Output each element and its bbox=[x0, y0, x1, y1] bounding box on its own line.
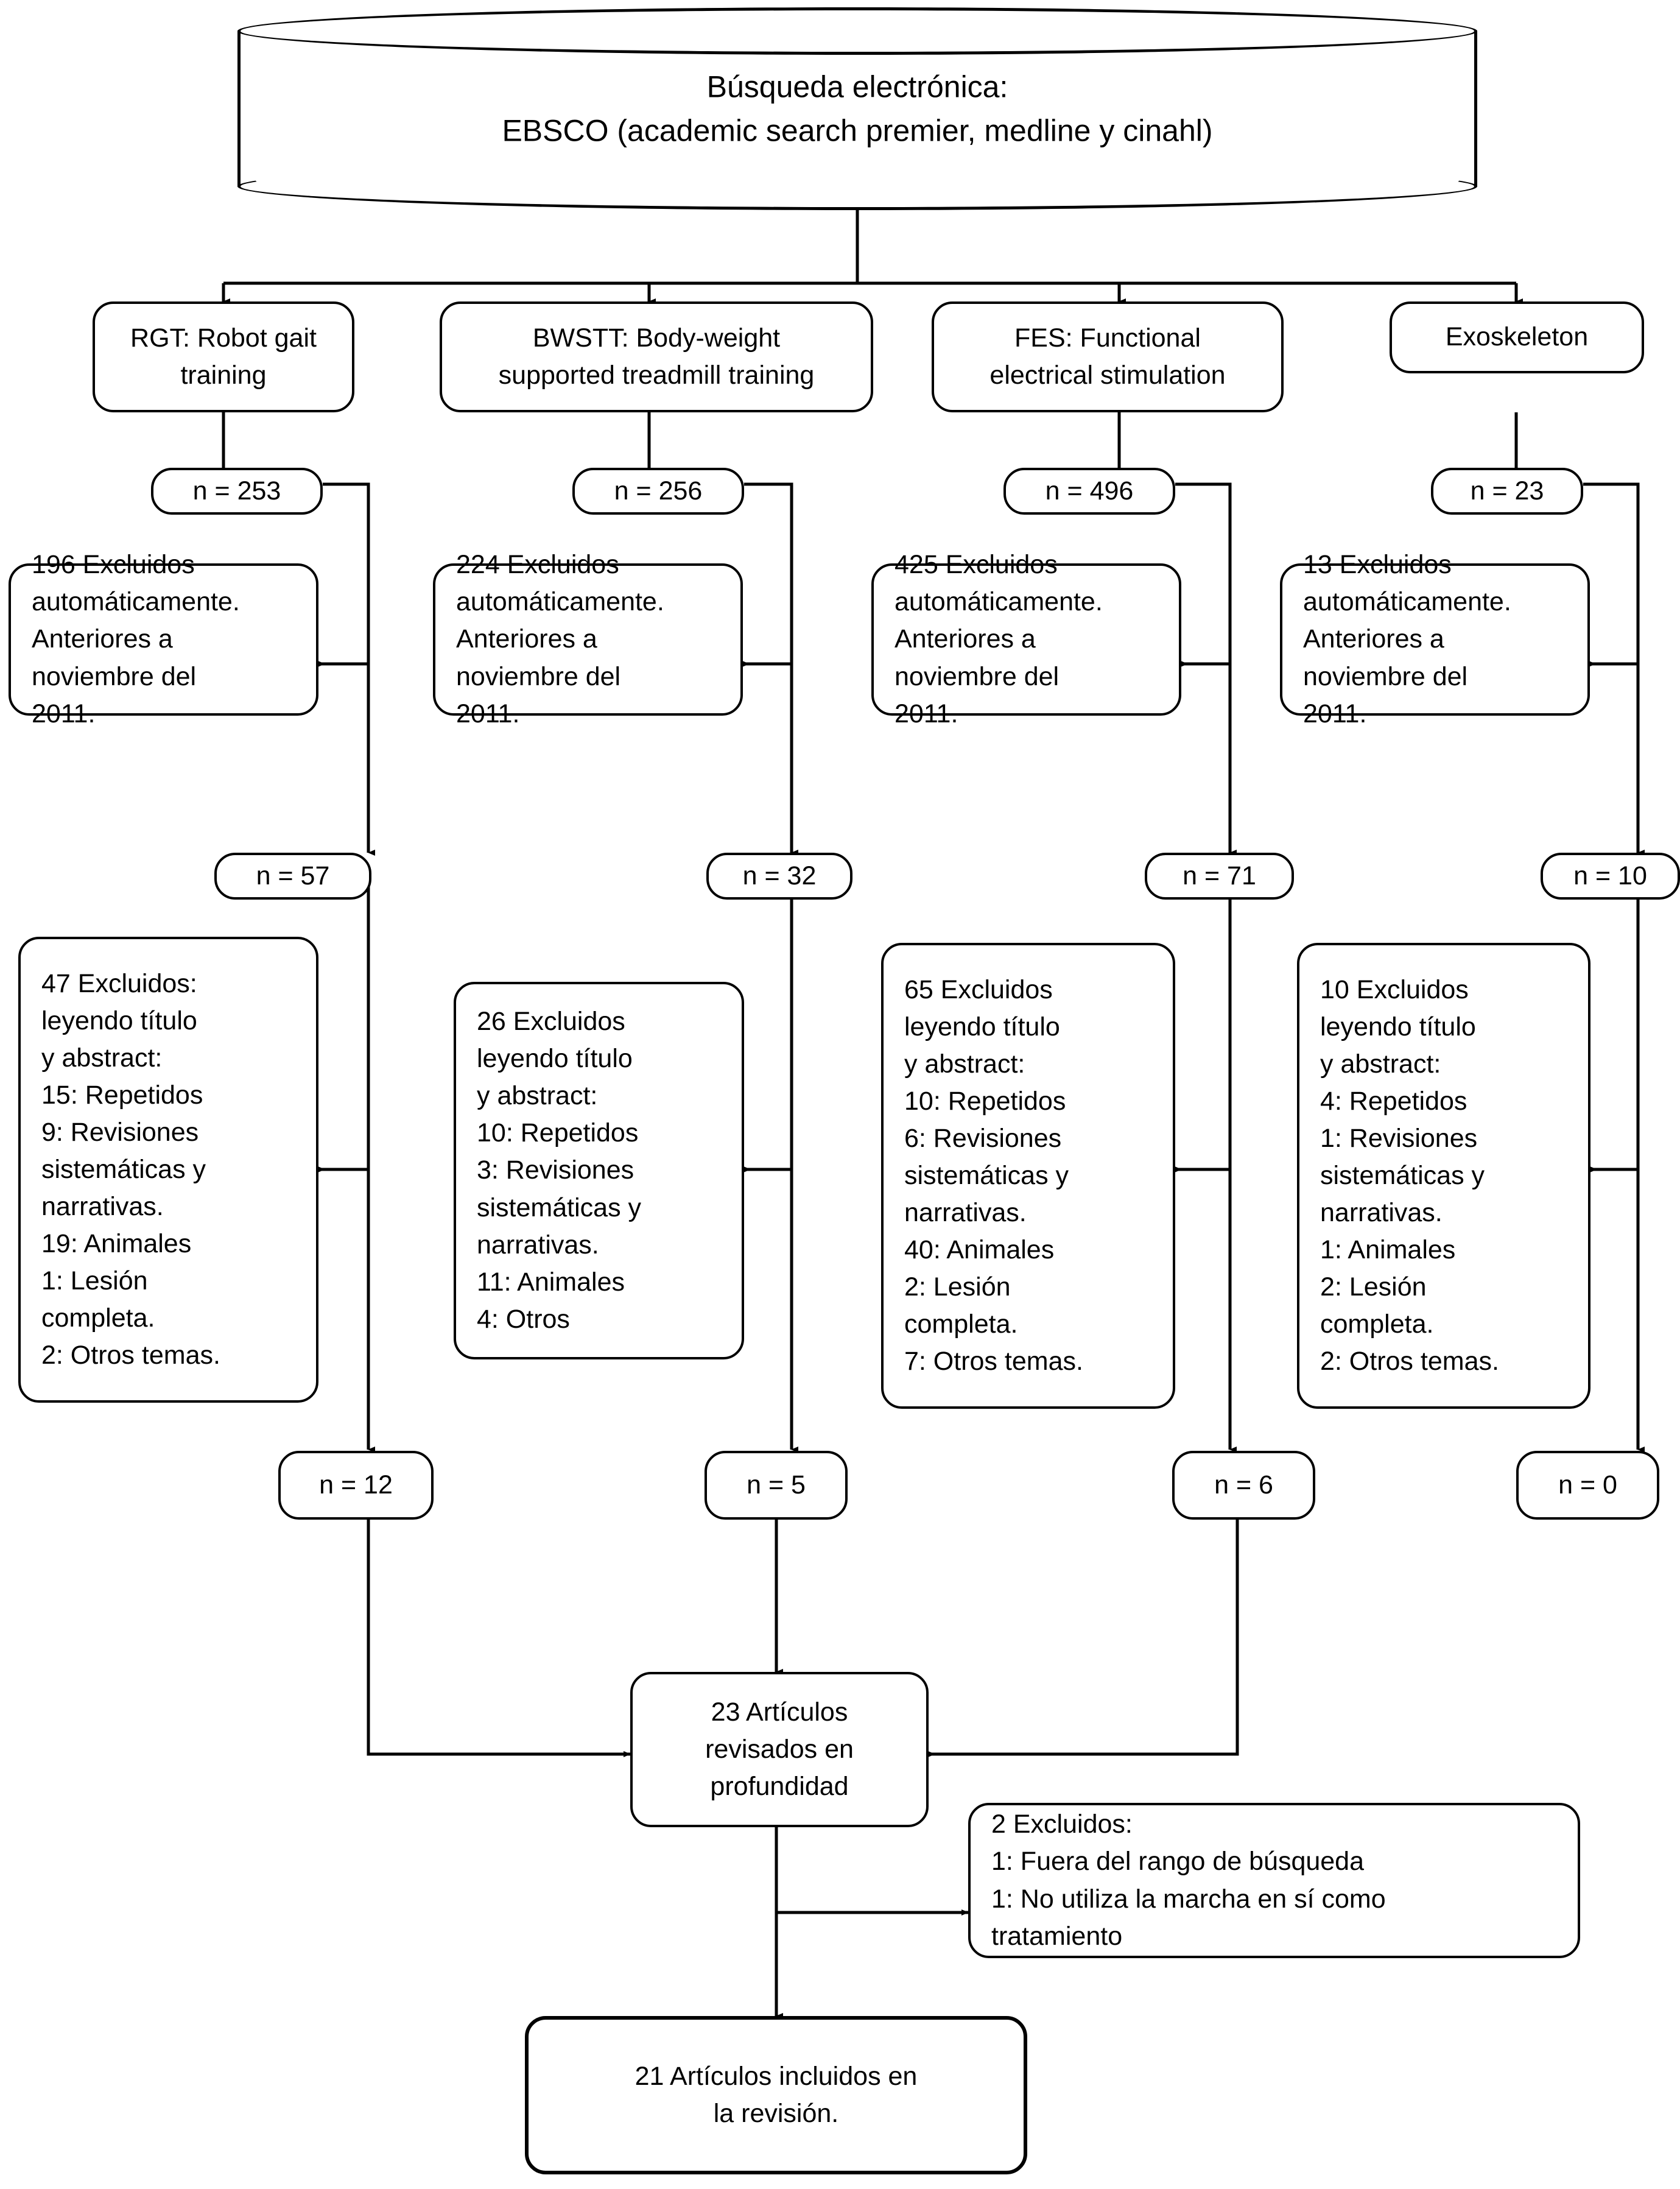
category-box-rgt: RGT: Robot gait training bbox=[93, 301, 354, 412]
count-box-bwstt-initial: n = 256 bbox=[572, 468, 744, 515]
exclusion-box-exoskeleton-auto: 13 Excluidos automáticamente. Anteriores… bbox=[1280, 550, 1590, 728]
count-label-bwstt-after-auto: n = 32 bbox=[742, 861, 817, 890]
count-box-rgt-final: n = 12 bbox=[278, 1451, 434, 1520]
category-label-bwstt: BWSTT: Body-weight supported treadmill t… bbox=[498, 323, 815, 390]
count-label-rgt-after-auto: n = 57 bbox=[256, 861, 330, 890]
count-box-bwstt-after-auto: n = 32 bbox=[706, 853, 852, 900]
exclusion-label-rgt-auto: 196 Excluidos automáticamente. Anteriore… bbox=[32, 550, 240, 728]
included-articles-label: 21 Artículos incluidos en la revisión. bbox=[634, 2061, 918, 2128]
source-database-node: Búsqueda electrónica: EBSCO (academic se… bbox=[237, 7, 1477, 210]
count-box-fes-after-auto: n = 71 bbox=[1145, 853, 1294, 900]
count-box-exoskeleton-initial: n = 23 bbox=[1431, 468, 1583, 515]
count-label-fes-after-auto: n = 71 bbox=[1183, 861, 1256, 890]
source-database-label: Búsqueda electrónica: EBSCO (academic se… bbox=[502, 69, 1213, 148]
count-box-exoskeleton-after-auto: n = 10 bbox=[1541, 853, 1680, 900]
count-label-fes-final: n = 6 bbox=[1214, 1470, 1273, 1500]
category-label-exoskeleton: Exoskeleton bbox=[1445, 322, 1589, 352]
cylinder-top-ellipse bbox=[237, 7, 1477, 55]
count-label-bwstt-final: n = 5 bbox=[747, 1470, 806, 1500]
final-exclusion-box: 2 Excluidos: 1: Fuera del rango de búsqu… bbox=[968, 1803, 1580, 1958]
exclusion-label-fes-screening: 65 Excluidos leyendo título y abstract: … bbox=[904, 975, 1083, 1376]
exclusion-box-fes-auto: 425 Excluidos automáticamente. Anteriore… bbox=[871, 550, 1181, 728]
exclusion-label-rgt-screening: 47 Excluidos: leyendo título y abstract:… bbox=[41, 968, 220, 1370]
count-label-rgt-initial: n = 253 bbox=[192, 476, 281, 506]
exclusion-box-fes-screening: 65 Excluidos leyendo título y abstract: … bbox=[881, 943, 1175, 1409]
exclusion-label-bwstt-screening: 26 Excluidos leyendo título y abstract: … bbox=[477, 1007, 642, 1334]
count-box-rgt-initial: n = 253 bbox=[151, 468, 323, 515]
count-box-exoskeleton-final: n = 0 bbox=[1516, 1451, 1659, 1520]
count-label-bwstt-initial: n = 256 bbox=[614, 476, 703, 506]
cylinder-bottom-ellipse bbox=[237, 163, 1477, 210]
count-label-exoskeleton-final: n = 0 bbox=[1558, 1470, 1617, 1500]
exclusion-label-fes-auto: 425 Excluidos automáticamente. Anteriore… bbox=[894, 550, 1103, 728]
category-label-rgt: RGT: Robot gait training bbox=[130, 323, 317, 390]
exclusion-box-rgt-auto: 196 Excluidos automáticamente. Anteriore… bbox=[9, 550, 318, 728]
reviewed-articles-box: 23 Artículos revisados en profundidad bbox=[630, 1672, 929, 1827]
count-label-exoskeleton-after-auto: n = 10 bbox=[1573, 861, 1647, 890]
exclusion-label-exoskeleton-screening: 10 Excluidos leyendo título y abstract: … bbox=[1320, 975, 1499, 1376]
exclusion-label-bwstt-auto: 224 Excluidos automáticamente. Anteriore… bbox=[456, 550, 664, 728]
count-label-rgt-final: n = 12 bbox=[319, 1470, 393, 1500]
exclusion-box-bwstt-screening: 26 Excluidos leyendo título y abstract: … bbox=[454, 982, 744, 1359]
final-exclusion-label: 2 Excluidos: 1: Fuera del rango de búsqu… bbox=[991, 1810, 1386, 1951]
count-box-bwstt-final: n = 5 bbox=[705, 1451, 848, 1520]
count-box-fes-initial: n = 496 bbox=[1003, 468, 1175, 515]
category-box-exoskeleton: Exoskeleton bbox=[1390, 301, 1644, 373]
exclusion-box-bwstt-auto: 224 Excluidos automáticamente. Anteriore… bbox=[433, 550, 743, 728]
included-articles-box: 21 Artículos incluidos en la revisión. bbox=[525, 2016, 1027, 2174]
cylinder-body bbox=[237, 30, 1477, 187]
category-label-fes: FES: Functional electrical stimulation bbox=[989, 323, 1226, 390]
count-label-fes-initial: n = 496 bbox=[1045, 476, 1134, 506]
category-box-fes: FES: Functional electrical stimulation bbox=[932, 301, 1284, 412]
category-box-bwstt: BWSTT: Body-weight supported treadmill t… bbox=[440, 301, 873, 412]
exclusion-box-exoskeleton-screening: 10 Excluidos leyendo título y abstract: … bbox=[1297, 943, 1590, 1409]
count-box-fes-final: n = 6 bbox=[1172, 1451, 1315, 1520]
count-box-rgt-after-auto: n = 57 bbox=[214, 853, 371, 900]
exclusion-label-exoskeleton-auto: 13 Excluidos automáticamente. Anteriores… bbox=[1303, 550, 1511, 728]
exclusion-box-rgt-screening: 47 Excluidos: leyendo título y abstract:… bbox=[18, 937, 318, 1403]
reviewed-articles-label: 23 Artículos revisados en profundidad bbox=[705, 1697, 854, 1802]
count-label-exoskeleton-initial: n = 23 bbox=[1470, 476, 1544, 506]
